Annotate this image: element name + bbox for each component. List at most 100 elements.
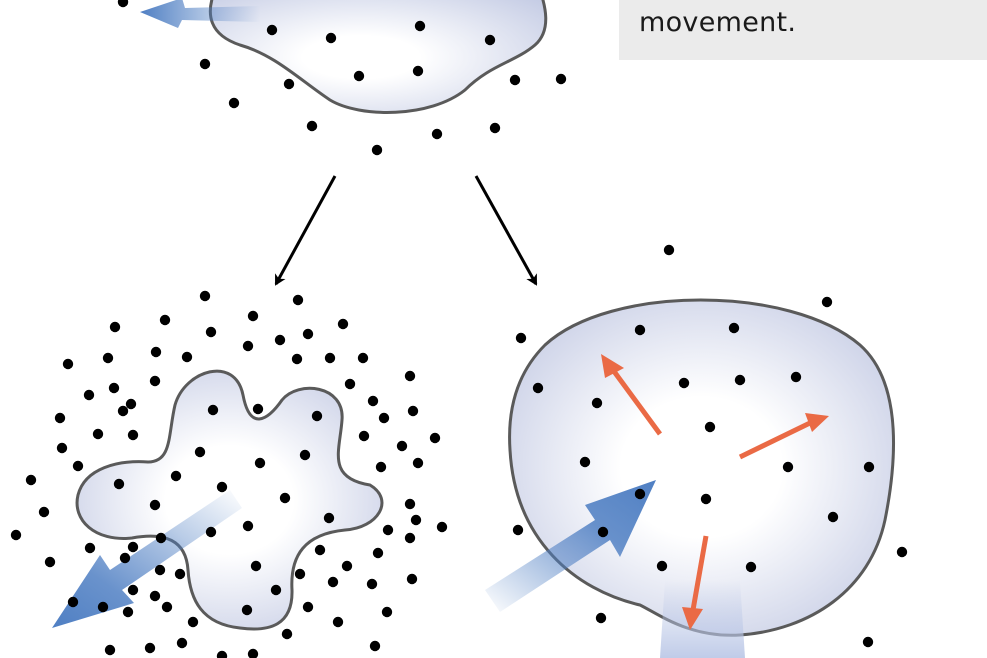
- particle-dot: [821, 296, 833, 308]
- red-force-arrowhead-right: [805, 413, 829, 432]
- particle-dot: [108, 382, 120, 394]
- caption-text: movement.: [639, 7, 797, 38]
- particle-dot: [357, 352, 369, 364]
- particle-dot: [102, 352, 114, 364]
- top-cell: [208, 0, 548, 114]
- caption-box: movement.: [619, 0, 987, 60]
- particle-dot: [407, 405, 419, 417]
- particle-dot: [827, 511, 839, 523]
- particle-dot: [634, 488, 646, 500]
- particle-dot: [149, 499, 161, 511]
- particle-dot: [266, 24, 278, 36]
- particle-dot: [207, 404, 219, 416]
- particle-dot: [371, 144, 383, 156]
- particle-dot: [489, 122, 501, 134]
- particle-dot: [242, 520, 254, 532]
- particle-dot: [92, 428, 104, 440]
- particle-dot: [216, 481, 228, 493]
- particle-dot: [431, 128, 443, 140]
- particle-dot: [122, 606, 134, 618]
- flow-arrow-left: [274, 175, 337, 286]
- particle-dot: [734, 374, 746, 386]
- particle-dot: [656, 560, 668, 572]
- particle-dot: [109, 321, 121, 333]
- bottom-left-motion-arrow: [52, 490, 242, 628]
- particle-dot: [324, 352, 336, 364]
- particle-dot: [117, 405, 129, 417]
- particle-dot: [302, 601, 314, 613]
- particle-dot: [728, 322, 740, 334]
- particle-dot: [119, 552, 131, 564]
- particle-dot: [83, 389, 95, 401]
- red-force-arrows: [601, 354, 829, 630]
- particle-dot: [150, 346, 162, 358]
- particle-dot: [325, 32, 337, 44]
- particle-dot: [344, 378, 356, 390]
- particle-dot: [663, 244, 675, 256]
- red-force-arrowhead-up: [601, 354, 624, 378]
- particle-dot: [125, 398, 137, 410]
- particle-dot: [375, 461, 387, 473]
- particle-dot: [252, 403, 264, 415]
- particle-dot: [372, 547, 384, 559]
- particle-dot: [127, 584, 139, 596]
- particle-dot: [67, 596, 79, 608]
- particle-dot: [515, 332, 527, 344]
- particle-dot: [72, 460, 84, 472]
- particle-dot: [863, 461, 875, 473]
- particle-dot: [700, 493, 712, 505]
- particle-dot: [149, 590, 161, 602]
- particle-dot: [56, 442, 68, 454]
- particle-dot: [187, 616, 199, 628]
- particle-dot: [247, 310, 259, 322]
- particle-dot: [205, 526, 217, 538]
- particle-dot: [38, 506, 50, 518]
- particle-dot: [429, 432, 441, 444]
- particle-dot: [84, 542, 96, 554]
- particle-dot: [327, 576, 339, 588]
- bottom-right-cell: [508, 298, 895, 637]
- particle-dot: [382, 524, 394, 536]
- red-force-arrow-right: [738, 419, 814, 460]
- particle-dot: [291, 353, 303, 365]
- particle-dot: [199, 290, 211, 302]
- particle-dot: [406, 573, 418, 585]
- particle-dot: [174, 568, 186, 580]
- particle-dot: [532, 382, 544, 394]
- particle-dot: [149, 375, 161, 387]
- particle-dot: [199, 58, 211, 70]
- particle-dot: [591, 397, 603, 409]
- particle-dot: [678, 377, 690, 389]
- particle-dot: [247, 648, 259, 658]
- particle-dot: [250, 560, 262, 572]
- red-force-arrow-up: [610, 368, 663, 436]
- bottom-left-cell-group: [52, 369, 384, 631]
- particle-dot: [862, 636, 874, 648]
- particle-dot: [274, 334, 286, 346]
- particle-dot: [216, 650, 228, 658]
- particle-dot: [311, 410, 323, 422]
- particle-dot: [436, 521, 448, 533]
- particle-dot: [381, 606, 393, 618]
- particle-dot: [62, 358, 74, 370]
- particle-dot: [414, 20, 426, 32]
- particle-dot: [306, 120, 318, 132]
- particle-dot: [279, 492, 291, 504]
- particle-dot: [242, 340, 254, 352]
- particle-dot: [404, 498, 416, 510]
- particle-dot: [704, 421, 716, 433]
- particle-dot: [412, 457, 424, 469]
- particle-dot: [634, 324, 646, 336]
- particle-dot: [299, 449, 311, 461]
- dots-layer: [10, 0, 908, 658]
- particle-dot: [144, 642, 156, 654]
- particle-dot: [369, 640, 381, 652]
- particle-dot: [314, 544, 326, 556]
- particle-dot: [782, 461, 794, 473]
- top-cell-group: [140, 0, 548, 114]
- particle-dot: [378, 412, 390, 424]
- bottom-right-cell-group: [485, 298, 895, 658]
- particle-dot: [241, 604, 253, 616]
- particle-dot: [410, 514, 422, 526]
